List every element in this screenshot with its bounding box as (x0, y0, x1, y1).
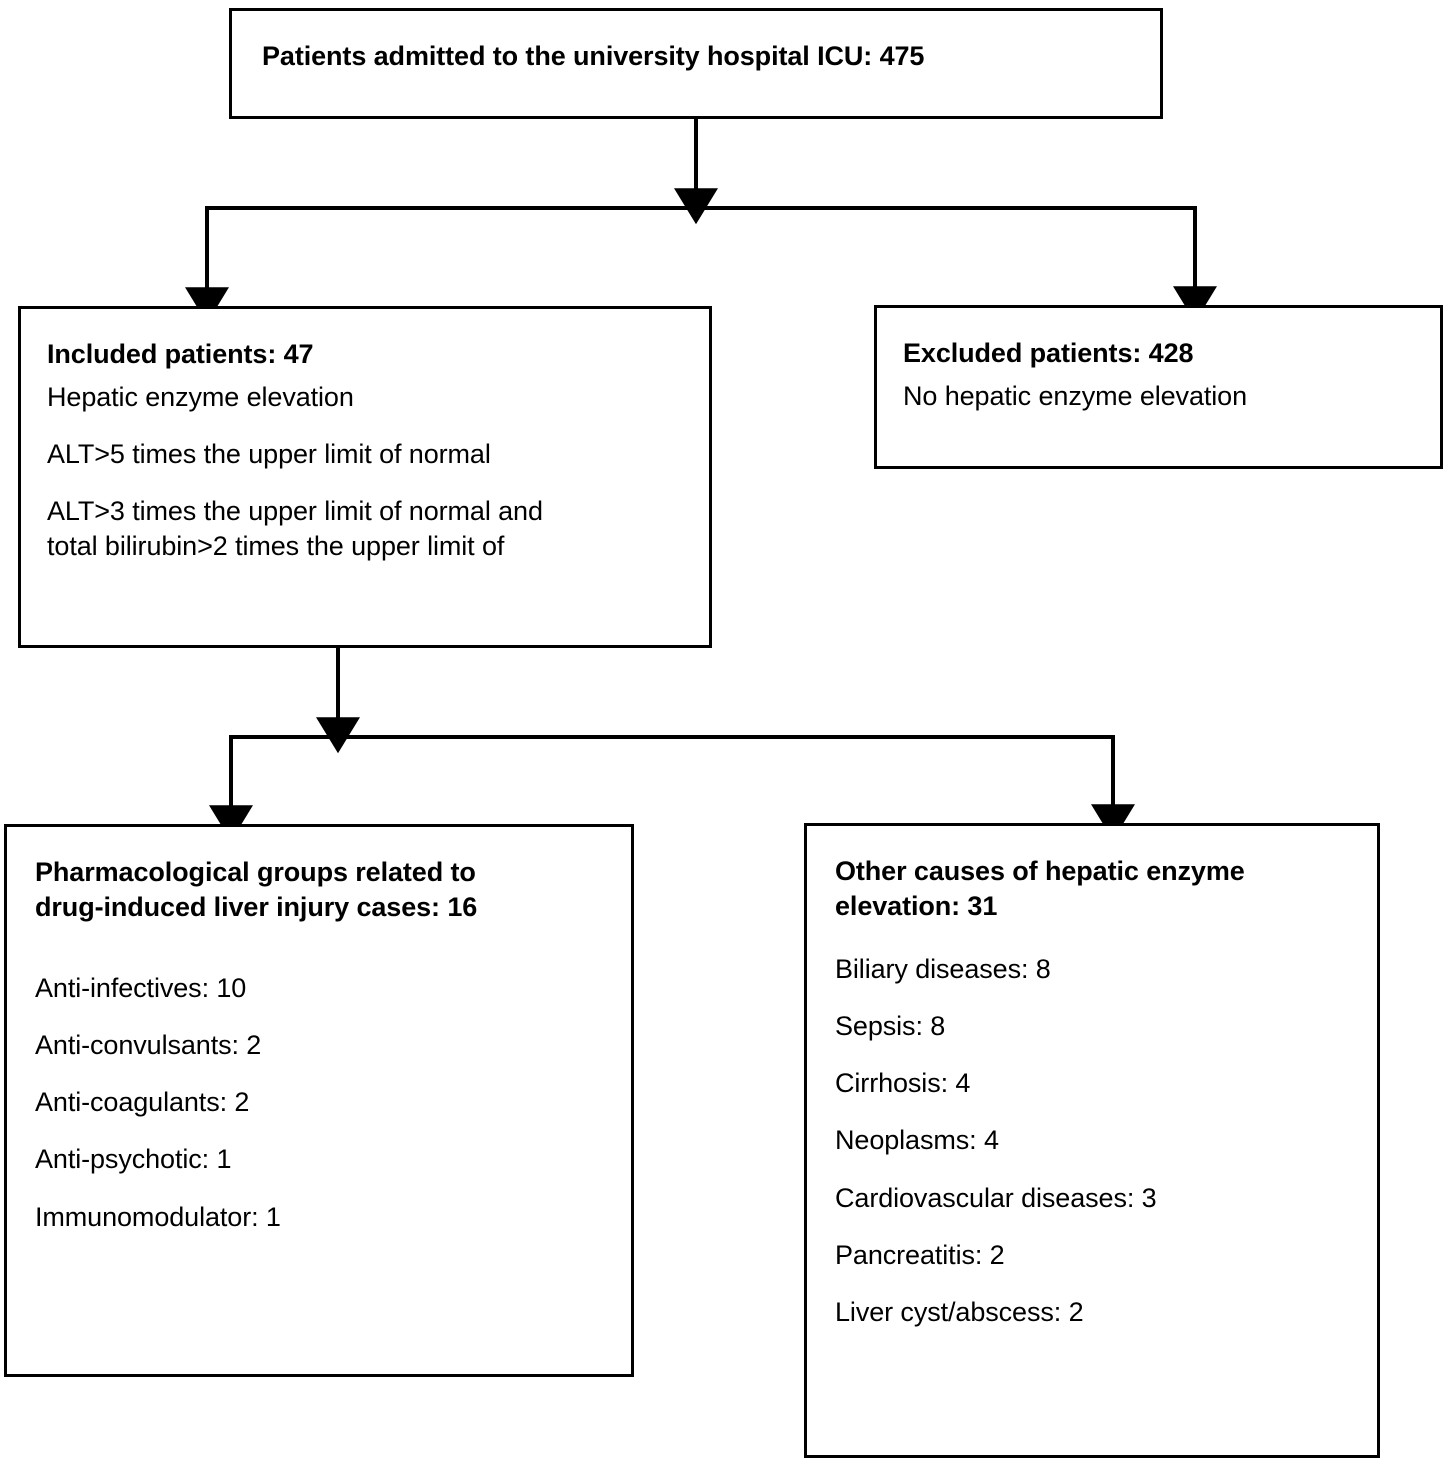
node-patients-admitted: Patients admitted to the university hosp… (229, 8, 1163, 119)
other-causes-item-1: Sepsis: 8 (835, 1011, 946, 1042)
other-causes-item-5: Pancreatitis: 2 (835, 1239, 1005, 1270)
other-causes-item-6: Liver cyst/abscess: 2 (835, 1296, 1084, 1327)
node-included-patients: Included patients: 47 Hepatic enzyme ele… (18, 306, 712, 648)
excluded-reason-0: No hepatic enzyme elevation (903, 381, 1248, 412)
node-excluded-patients: Excluded patients: 428 No hepatic enzyme… (874, 305, 1443, 469)
node-other-causes: Other causes of hepatic enzyme elevation… (804, 823, 1380, 1458)
other-causes-title-line2: elevation: 31 (835, 891, 998, 922)
included-criterion-2: ALT>3 times the upper limit of normal an… (47, 496, 543, 527)
pharmacological-item-4: Immunomodulator: 1 (35, 1201, 281, 1232)
pharmacological-item-0: Anti-infectives: 10 (35, 973, 247, 1004)
pharmacological-item-2: Anti-coagulants: 2 (35, 1087, 250, 1118)
node-pharmacological-groups: Pharmacological groups related to drug-i… (4, 824, 634, 1377)
pharmacological-item-1: Anti-convulsants: 2 (35, 1030, 262, 1061)
other-causes-item-0: Biliary diseases: 8 (835, 954, 1051, 985)
other-causes-item-4: Cardiovascular diseases: 3 (835, 1182, 1157, 1213)
included-criterion-1: ALT>5 times the upper limit of normal (47, 439, 491, 470)
included-criterion-3: total bilirubin>2 times the upper limit … (47, 531, 505, 562)
other-causes-title-line1: Other causes of hepatic enzyme (835, 856, 1245, 886)
included-criterion-0: Hepatic enzyme elevation (47, 382, 354, 413)
node-included-patients-title: Included patients: 47 (47, 339, 314, 369)
pharmacological-item-3: Anti-psychotic: 1 (35, 1144, 232, 1175)
pharmacological-title-line1: Pharmacological groups related to (35, 857, 476, 887)
other-causes-item-3: Neoplasms: 4 (835, 1125, 999, 1156)
node-patients-admitted-title: Patients admitted to the university hosp… (262, 41, 925, 71)
node-excluded-patients-title: Excluded patients: 428 (903, 338, 1194, 368)
other-causes-item-2: Cirrhosis: 4 (835, 1068, 971, 1099)
pharmacological-title-line2: drug-induced liver injury cases: 16 (35, 892, 478, 923)
